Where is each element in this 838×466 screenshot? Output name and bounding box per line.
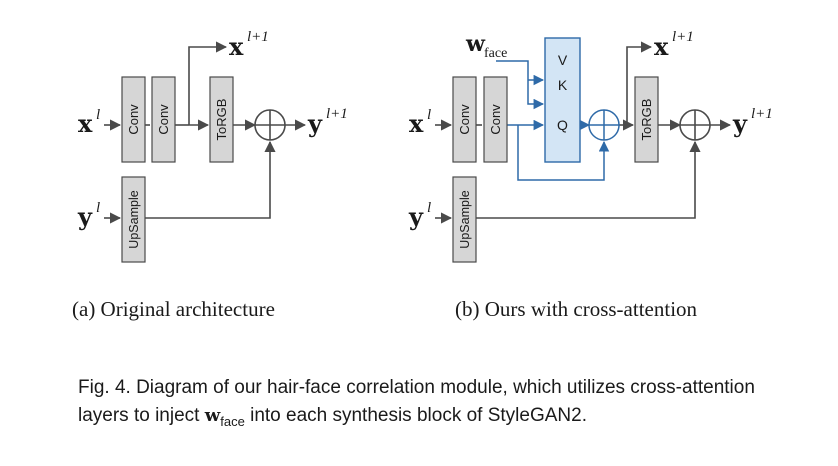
- output-x-label: x: [654, 32, 669, 61]
- sum-node: [679, 109, 711, 141]
- output-y-superscript: l+1: [751, 106, 773, 122]
- attention-connections: [496, 60, 610, 181]
- output-y-label: y: [307, 109, 323, 138]
- torgb-block: [634, 76, 659, 163]
- input-y-label: y: [408, 202, 424, 231]
- input-x-label: x: [78, 109, 93, 138]
- w-face-label: w: [465, 31, 486, 57]
- torgb-block-label: ToRGB: [639, 99, 654, 141]
- output-x-label: x: [229, 32, 244, 61]
- caption-text-suffix: into each synthesis block of StyleGAN2.: [244, 405, 587, 426]
- input-y-label: y: [77, 202, 93, 231]
- upsample-block-label: UpSample: [127, 190, 141, 248]
- output-y-superscript: l+1: [326, 106, 348, 122]
- attention-v-label: V: [558, 52, 568, 68]
- connections-a: [104, 41, 307, 224]
- output-x-superscript: l+1: [672, 29, 694, 45]
- diagram-b: x l y l w face Conv Conv: [408, 29, 773, 263]
- input-x-superscript: l: [96, 107, 100, 123]
- cross-attention-block: [544, 37, 581, 163]
- subcaption-b: (b) Ours with cross-attention: [455, 297, 698, 321]
- subcaption-a: (a) Original architecture: [72, 297, 275, 321]
- figure-caption: Fig. 4. Diagram of our hair-face correla…: [78, 374, 778, 436]
- conv-block-1: [452, 76, 477, 163]
- conv-block-2-label: Conv: [156, 104, 171, 135]
- torgb-block: [209, 76, 234, 163]
- conv-block-1: [121, 76, 146, 163]
- upsample-block: [121, 176, 146, 263]
- attention-q-label: Q: [557, 117, 568, 133]
- sum-node: [254, 109, 286, 141]
- input-x-label: x: [409, 109, 424, 138]
- input-x-superscript: l: [427, 107, 431, 123]
- connections-b: [435, 41, 732, 224]
- conv-block-1-label: Conv: [126, 104, 141, 135]
- conv-block-2: [151, 76, 176, 163]
- torgb-block-label: ToRGB: [214, 99, 229, 141]
- attention-sum-node: [588, 109, 620, 141]
- input-y-superscript: l: [427, 200, 431, 216]
- input-y-superscript: l: [96, 200, 100, 216]
- caption-w-subscript: face: [220, 413, 245, 429]
- conv-block-2-label: Conv: [488, 104, 503, 135]
- upsample-block-label: UpSample: [458, 190, 472, 248]
- caption-w-symbol: w: [204, 405, 221, 426]
- conv-block-2: [483, 76, 508, 163]
- caption-text-prefix: Fig. 4. Diagram of our hair-face correla…: [78, 377, 755, 426]
- attention-k-label: K: [558, 77, 568, 93]
- output-y-label: y: [732, 109, 748, 138]
- upsample-block: [452, 176, 477, 263]
- conv-block-1-label: Conv: [457, 104, 472, 135]
- w-face-subscript: face: [484, 46, 507, 61]
- output-x-superscript: l+1: [247, 29, 269, 45]
- diagram-a: x l y l Conv Conv ToRGB UpSample: [77, 29, 348, 263]
